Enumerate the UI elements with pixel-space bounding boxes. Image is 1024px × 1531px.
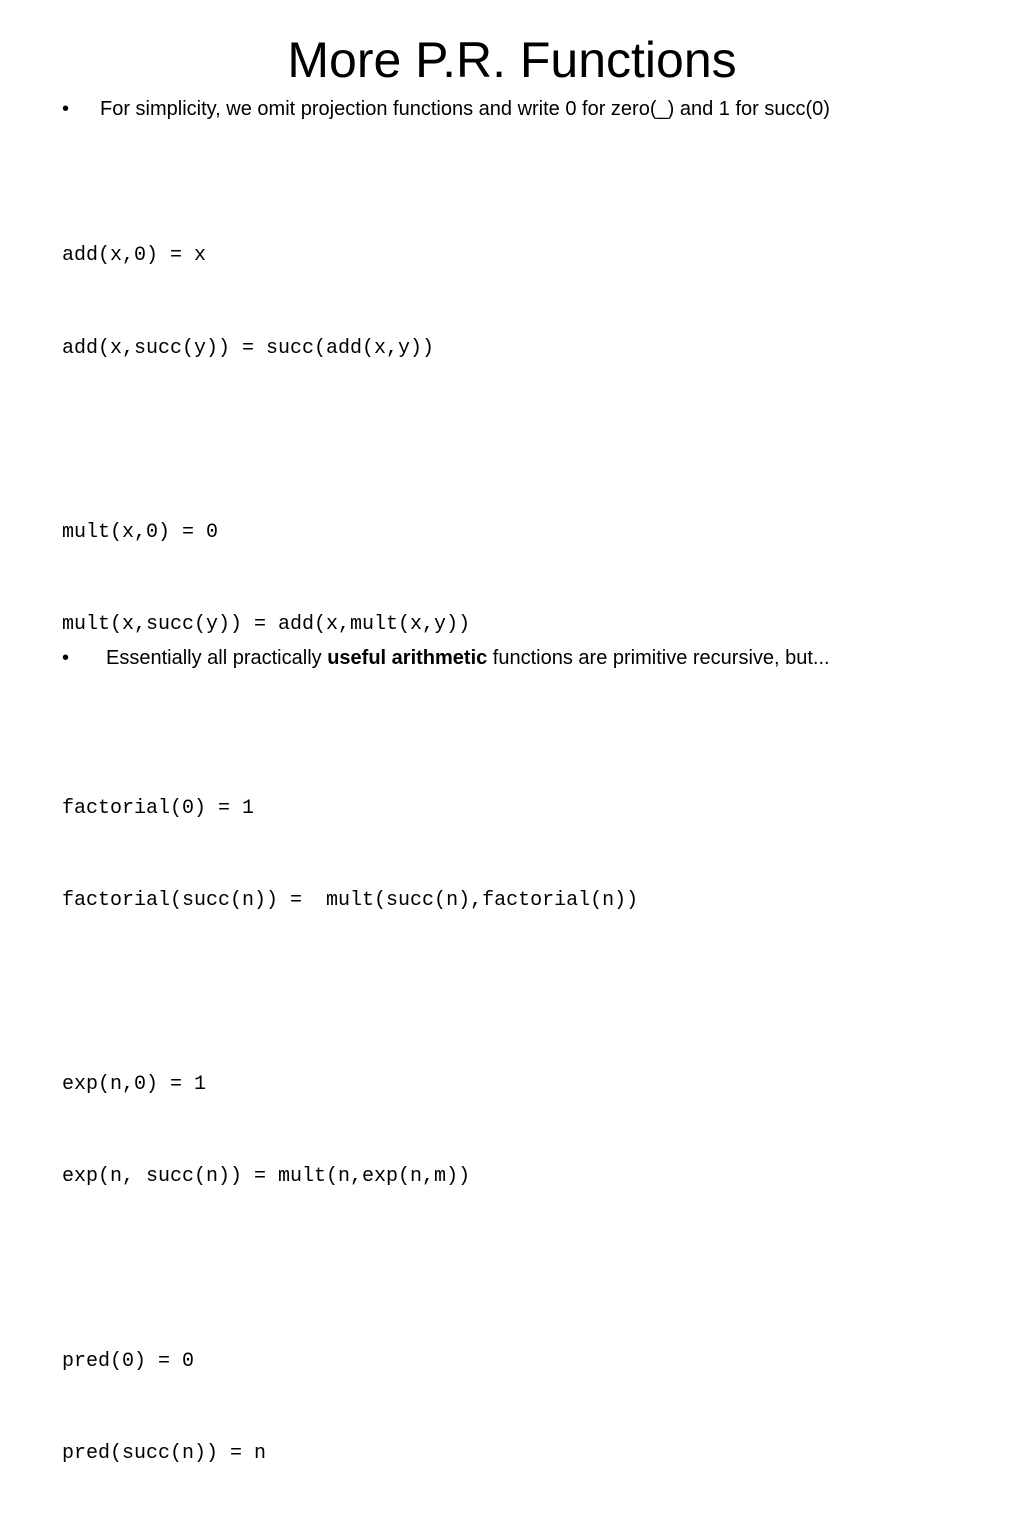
code-gap	[62, 1254, 962, 1285]
slide: More P.R. Functions • For simplicity, we…	[62, 32, 962, 1465]
bullet-marker: •	[62, 647, 70, 669]
code-gap	[62, 426, 962, 457]
definitions-code-block: add(x,0) = x add(x,succ(y)) = succ(add(x…	[62, 180, 962, 1531]
conclusion-text: Essentially all practically useful arith…	[106, 645, 926, 671]
code-line-pred-step: pred(succ(n)) = n	[62, 1441, 267, 1465]
code-line-mult-step: mult(x,succ(y)) = add(x,mult(x,y))	[62, 612, 471, 636]
conclusion-emphasis: useful arithmetic	[327, 647, 488, 669]
conclusion-text-start: Essentially all practically	[106, 647, 328, 669]
code-line-exp-base: exp(n,0) = 1	[62, 1073, 207, 1097]
code-gap	[62, 978, 962, 1009]
code-line-add-base: add(x,0) = x	[62, 244, 207, 268]
conclusion-bullet: • Essentially all practically useful ari…	[62, 645, 962, 671]
code-gap	[62, 702, 962, 733]
code-line-add-step: add(x,succ(y)) = succ(add(x,y))	[62, 336, 435, 360]
intro-bullet: • For simplicity, we omit projection fun…	[62, 96, 962, 122]
bullet-marker: •	[62, 98, 70, 120]
code-line-factorial-base: factorial(0) = 1	[62, 796, 255, 820]
code-line-factorial-step: factorial(succ(n)) = mult(succ(n),factor…	[62, 889, 639, 913]
intro-text: For simplicity, we omit projection funct…	[100, 98, 830, 120]
code-line-pred-base: pred(0) = 0	[62, 1349, 195, 1373]
conclusion-text-end: functions are primitive recursive, but..…	[487, 647, 830, 669]
code-line-exp-step: exp(n, succ(n)) = mult(n,exp(n,m))	[62, 1165, 471, 1189]
code-line-mult-base: mult(x,0) = 0	[62, 520, 219, 544]
slide-title: More P.R. Functions	[287, 32, 737, 88]
